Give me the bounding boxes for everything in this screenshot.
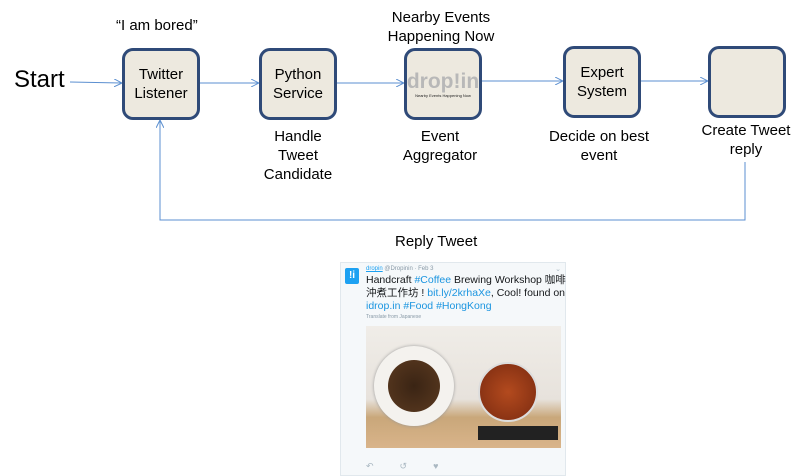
node-expert-system: Expert System — [563, 46, 641, 118]
tweet-handle: @Dropinin · Feb 3 — [384, 266, 434, 272]
caption-nearby-events: Nearby Events Happening Now — [387, 9, 495, 45]
caption-create-reply: Create Tweet reply — [701, 122, 791, 158]
quote-label: “I am bored” — [116, 17, 198, 34]
node-twitter-listener: Twitter Listener — [122, 48, 200, 120]
loop-label: Reply Tweet — [395, 233, 478, 250]
avatar: !i — [345, 268, 359, 284]
tweet-card: !i dropin @Dropinin · Feb 3 ⌄ Handcraft … — [340, 262, 566, 476]
reply-icon[interactable]: ↶ — [366, 461, 374, 471]
retweet-icon[interactable]: ↺ — [399, 461, 408, 471]
tweet-meta: dropin @Dropinin · Feb 3 — [366, 266, 433, 272]
chevron-down-icon[interactable]: ⌄ — [555, 266, 561, 273]
caption-event-aggregator: Event Aggregator — [402, 128, 478, 164]
node-create-reply — [708, 46, 786, 118]
idrop-link[interactable]: idrop.in — [366, 300, 401, 312]
caption-decide-best: Decide on best event — [548, 128, 650, 164]
hashtag-food[interactable]: #Food — [403, 300, 434, 312]
like-icon[interactable]: ♥ — [433, 461, 439, 471]
arrow-reply-loop — [160, 121, 746, 221]
translate-link[interactable]: Translate from Japanese — [366, 314, 422, 320]
tweet-photo[interactable] — [366, 326, 561, 448]
tweet-link[interactable]: bit.ly/2krhaXe — [427, 287, 491, 299]
tweet-actions: ↶ ↺ ♥ — [366, 461, 464, 472]
caption-handle-tweet: Handle Tweet Candidate — [263, 128, 333, 183]
hashtag-coffee[interactable]: #Coffee — [414, 274, 452, 286]
dropin-logo: drop!in Nearby Events Happening Now — [406, 69, 480, 98]
tweet-text: Handcraft #Coffee Brewing Workshop 咖啡沖煮工… — [366, 274, 566, 312]
node-python-service: Python Service — [259, 48, 337, 120]
tweet-user[interactable]: dropin — [366, 266, 383, 272]
node-event-aggregator: drop!in Nearby Events Happening Now — [404, 48, 482, 120]
hashtag-hongkong[interactable]: #HongKong — [436, 300, 492, 312]
start-label: Start — [14, 66, 65, 93]
arrow-start-listener — [69, 82, 121, 83]
